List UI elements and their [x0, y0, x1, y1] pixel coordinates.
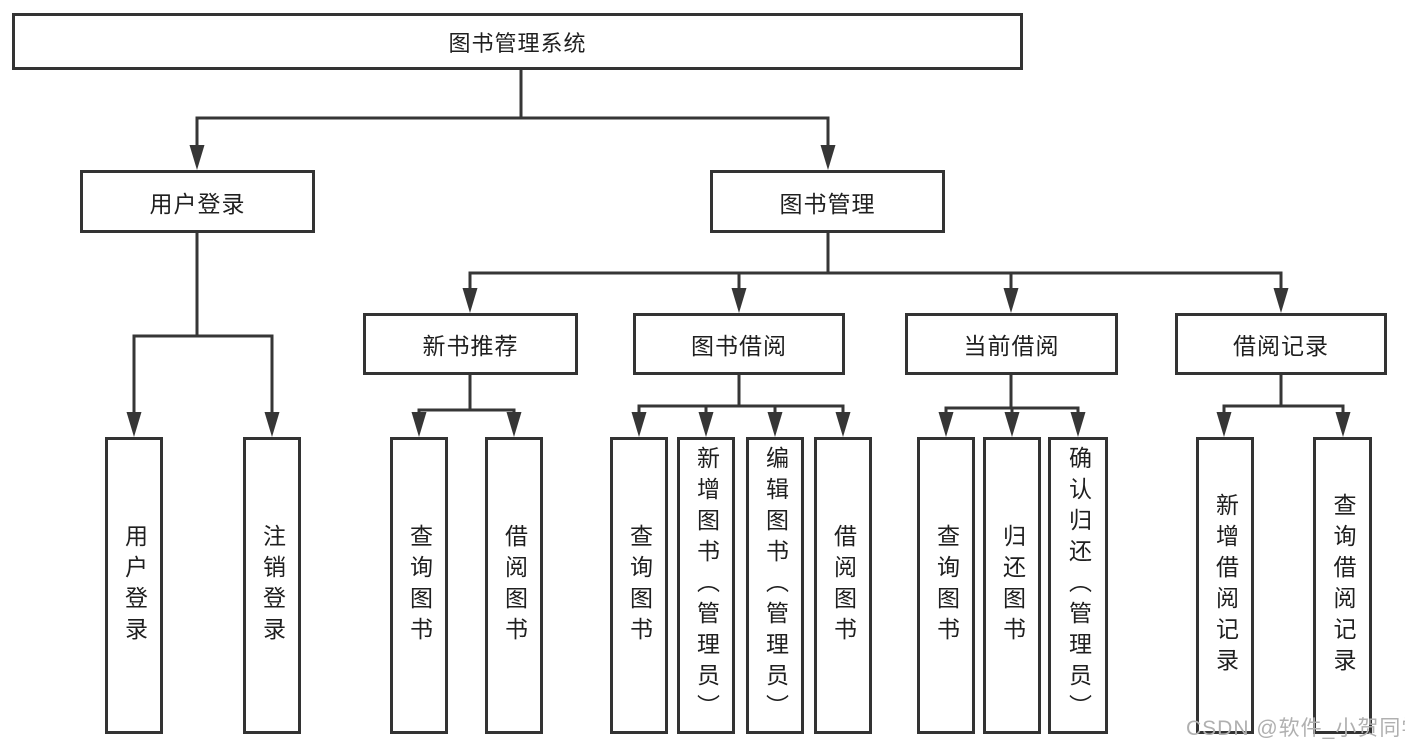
node-label: 借阅图书	[501, 523, 528, 648]
node-label: 图书管理系统	[448, 30, 587, 56]
node-label: 图书借阅	[691, 333, 787, 359]
connector-bookborrow-to-leaves	[637, 373, 845, 419]
node-label: 查询图书	[933, 523, 960, 648]
leaf-add-books-admin: 新增图书（管理员）	[677, 437, 735, 734]
node-label: 查询借阅记录	[1330, 492, 1356, 679]
node-label: 用户登录	[149, 190, 246, 217]
arrowheads	[126, 145, 1351, 437]
leaf-confirm-return-admin: 确认归还（管理员）	[1048, 437, 1108, 734]
connector-newbook-to-leaves	[417, 373, 516, 419]
leaf-return-books: 归还图书	[983, 437, 1041, 734]
node-label: 借阅记录	[1233, 333, 1329, 359]
node-book-management: 图书管理	[710, 170, 945, 233]
node-label: 归还图书	[999, 523, 1026, 648]
node-label: 查询图书	[406, 523, 433, 648]
node-label: 注销登录	[259, 523, 286, 648]
node-current-borrowing: 当前借阅	[905, 313, 1118, 375]
leaf-add-borrow-record: 新增借阅记录	[1196, 437, 1254, 734]
leaf-query-books-recommend: 查询图书	[390, 437, 448, 734]
node-book-borrowing: 图书借阅	[633, 313, 845, 375]
node-label: 新增借阅记录	[1212, 492, 1239, 679]
node-label: 图书管理	[779, 190, 876, 217]
leaf-query-books-borrow: 查询图书	[610, 437, 668, 734]
connector-root-to-level2	[195, 68, 830, 152]
node-borrowing-records: 借阅记录	[1175, 313, 1387, 375]
connector-bookmgmt-to-level3	[468, 231, 1283, 295]
leaf-query-books-current: 查询图书	[917, 437, 975, 734]
csdn-watermark: CSDN @软件_小贺同学	[1186, 717, 1405, 740]
connector-borrowrecord-to-leaves	[1222, 373, 1345, 419]
leaf-query-borrow-record: 查询借阅记录	[1313, 437, 1372, 734]
leaf-user-login: 用户登录	[105, 437, 163, 734]
node-label: 确认归还（管理员）	[1065, 446, 1092, 725]
node-label: 新书推荐	[422, 333, 519, 359]
node-library-management-system: 图书管理系统	[12, 13, 1023, 70]
node-label: 借阅图书	[830, 523, 857, 648]
leaf-borrow-books-recommend: 借阅图书	[485, 437, 543, 734]
node-label: 用户登录	[121, 523, 148, 648]
node-user-login: 用户登录	[80, 170, 315, 233]
leaf-edit-books-admin: 编辑图书（管理员）	[746, 437, 804, 734]
leaf-borrow-books: 借阅图书	[814, 437, 872, 734]
connector-userlogin-to-leaves	[132, 231, 274, 419]
node-label: 编辑图书（管理员）	[762, 446, 789, 725]
node-label: 新增图书（管理员）	[693, 446, 720, 725]
node-new-book-recommendation: 新书推荐	[363, 313, 578, 375]
connector-currentborrow-to-leaves	[944, 373, 1080, 419]
leaf-logout: 注销登录	[243, 437, 301, 734]
node-label: 当前借阅	[963, 333, 1060, 359]
node-label: 查询图书	[626, 523, 653, 648]
